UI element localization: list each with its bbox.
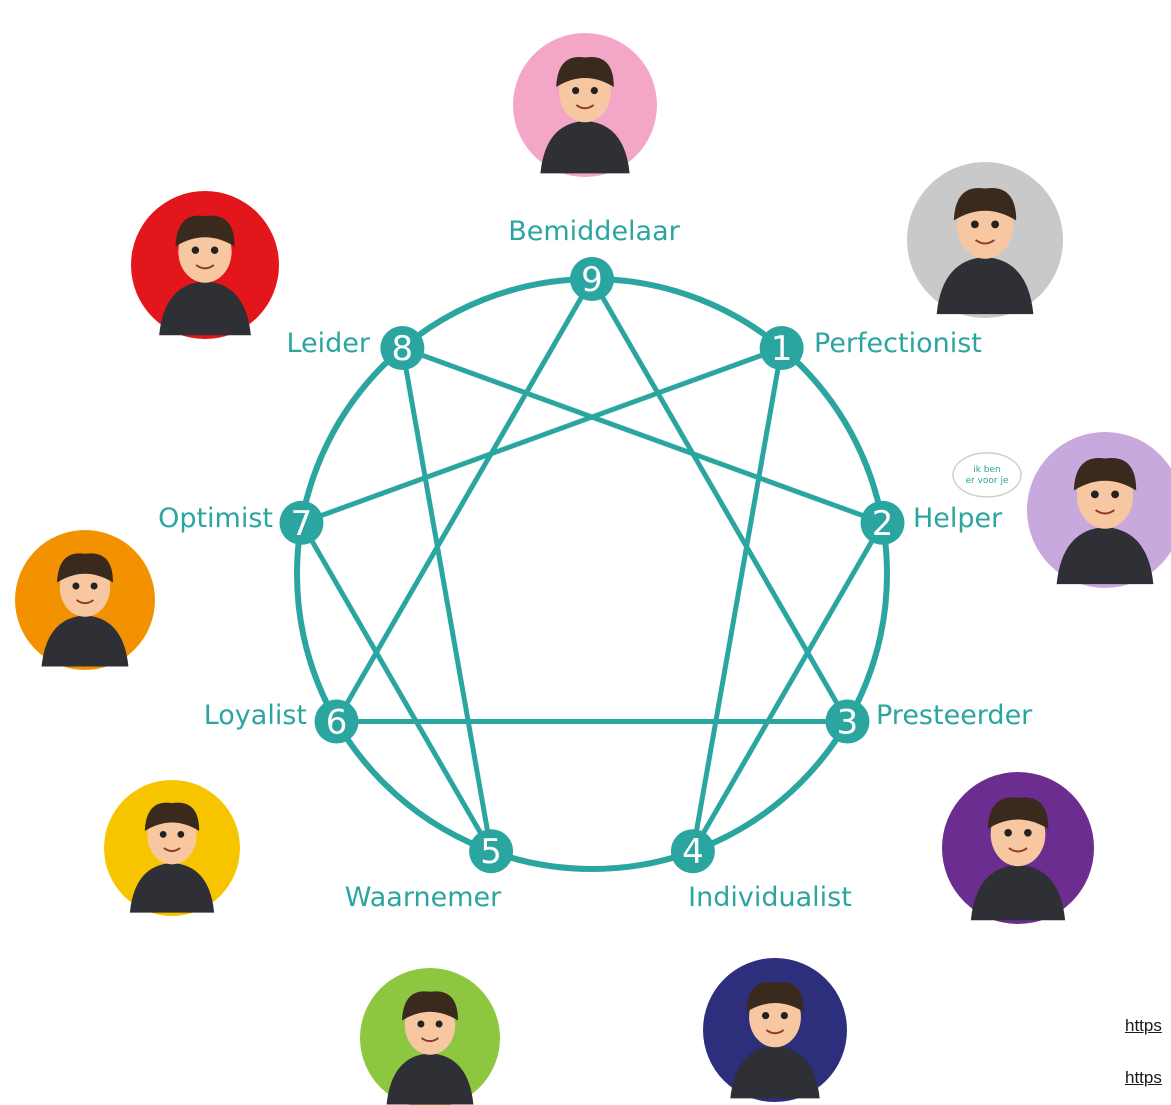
node-2: 2 [860,500,905,545]
node-7: 7 [279,500,324,545]
label-presteerder: Presteerder [876,700,1033,731]
edge-9-3 [589,276,850,724]
label-individualist: Individualist [688,882,852,913]
node-8: 8 [380,326,425,371]
node-5: 5 [469,829,514,874]
node-number: 9 [581,260,603,300]
edge-8-5 [399,345,494,854]
label-leider: Leider [286,328,370,359]
node-9: 9 [570,257,614,301]
enneagram-outer-ring [294,276,890,872]
node-number: 3 [837,703,859,743]
node-number: 2 [872,504,894,544]
edge-2-8 [399,345,886,526]
node-3: 3 [825,699,870,744]
label-waarnemer: Waarnemer [345,882,502,913]
type-labels: PerfectionistHelperPresteerderIndividual… [158,216,1033,913]
enneagram-nodes: 1 2 3 4 5 6 7 8 9 [279,257,905,874]
label-loyalist: Loyalist [204,700,307,731]
edge-6-9 [334,276,595,724]
label-bemiddelaar: Bemiddelaar [508,216,680,247]
police-officer-icon [104,780,240,916]
edge-7-1 [298,345,785,526]
source-link-1[interactable]: https [1125,1016,1162,1035]
business-chart-icon [131,191,279,339]
node-number: 4 [682,832,704,872]
node-6: 6 [314,699,359,744]
source-link-2[interactable]: https [1125,1068,1162,1087]
label-optimist: Optimist [158,503,273,534]
node-number: 6 [326,703,348,743]
paint-palette-icon [703,958,847,1102]
node-1: 1 [759,326,804,371]
edge-1-4 [690,345,785,854]
judge-scales-icon [907,162,1063,318]
edge-4-2 [690,520,886,854]
helpdesk-headset-icon [1027,432,1171,588]
speech-text: ik ben [973,465,1001,475]
speech-text: er voor je [965,476,1008,486]
node-number: 7 [291,504,313,544]
peace-dove-icon [513,33,657,177]
node-number: 5 [480,832,502,872]
label-perfectionist: Perfectionist [814,328,982,359]
tablet-lightbulb-icon [360,968,500,1105]
node-number: 8 [392,329,414,369]
node-4: 4 [670,829,715,874]
label-helper: Helper [913,503,1003,534]
trophy-icon [942,772,1094,924]
node-number: 1 [771,329,793,369]
enneagram-lines [298,276,886,854]
cheering-person-icon [15,530,155,670]
edge-5-7 [298,520,494,854]
